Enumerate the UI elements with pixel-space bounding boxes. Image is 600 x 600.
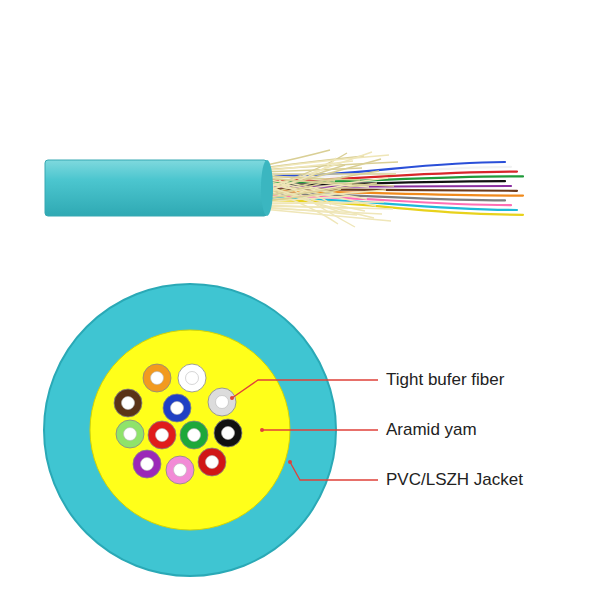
callout-label: Tight bufer fiber (386, 370, 504, 390)
jacket-end (261, 160, 273, 216)
buffer-coating (143, 364, 171, 392)
fiber-core (206, 456, 219, 469)
cable-jacket (45, 160, 267, 216)
buffer-coating (166, 456, 194, 484)
buffer-coating (133, 450, 161, 478)
fiber-core (222, 427, 235, 440)
fiber-core (141, 458, 154, 471)
buffer-coating (178, 364, 206, 392)
aramid-strand (262, 178, 394, 186)
fiber-core (216, 396, 229, 409)
buffer-coating (214, 419, 242, 447)
buffer-coating (148, 421, 176, 449)
fiber-core (151, 372, 164, 385)
leader-lines (232, 380, 378, 480)
aramid-strand (262, 189, 341, 201)
callout-label: Aramid yam (386, 420, 477, 440)
buffer-coating (198, 448, 226, 476)
buffer-coating (163, 394, 191, 422)
fiber-core (174, 464, 187, 477)
aramid-strand (262, 206, 348, 208)
tight-buffer-fibers (114, 364, 242, 484)
fiber-core (171, 402, 184, 415)
aramid-strand (262, 173, 396, 174)
aramid-strand (262, 185, 365, 211)
buffer-coating (116, 420, 144, 448)
buffer-coating (114, 389, 142, 417)
fiber-core (186, 372, 199, 385)
callout-label: PVC/LSZH Jacket (386, 470, 523, 490)
aramid-strand (262, 161, 353, 171)
aramid-strand (262, 209, 391, 221)
buffer-coating (208, 388, 236, 416)
aramid-strand (262, 208, 382, 214)
aramid-strands (262, 150, 398, 227)
leader-dots (230, 396, 292, 464)
fiber-core (188, 429, 201, 442)
fiber-core (124, 428, 137, 441)
aramid-strand (262, 158, 336, 192)
fiber-core (122, 397, 135, 410)
fiber-core (156, 429, 169, 442)
buffer-coating (180, 421, 208, 449)
aramid-section (90, 330, 290, 530)
